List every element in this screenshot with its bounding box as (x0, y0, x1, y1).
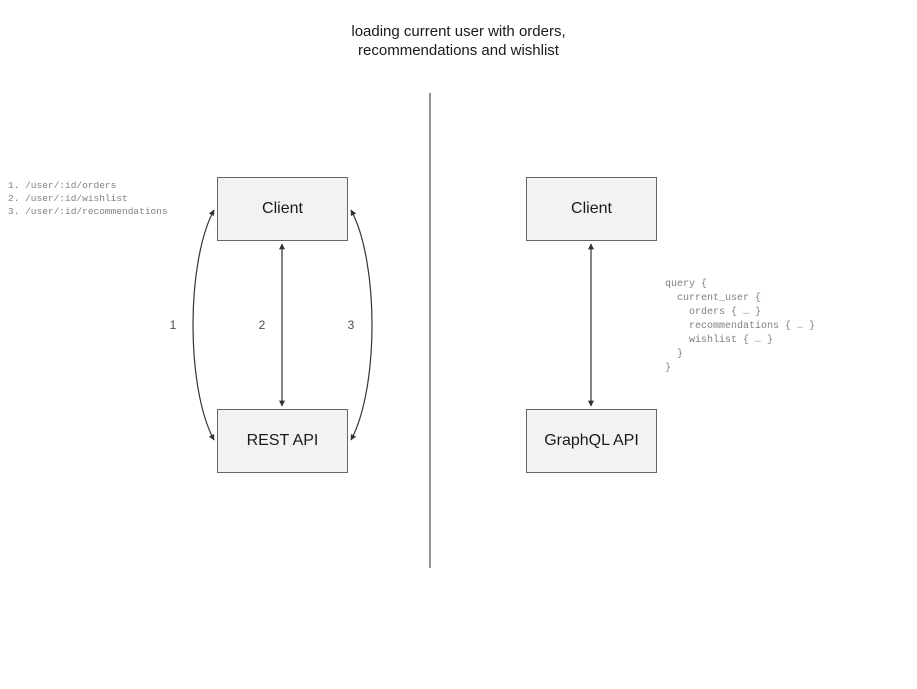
edge-3-curve (350, 209, 373, 441)
node-client-rest[interactable]: Client (217, 177, 348, 241)
node-label: Client (262, 200, 303, 217)
rest-endpoints-list: 1. /user/:id/orders 2. /user/:id/wishlis… (8, 180, 168, 217)
edge-1-curve (192, 209, 215, 441)
node-label: Client (571, 200, 612, 217)
node-client-graphql[interactable]: Client (526, 177, 657, 241)
diagram-title: loading current user with orders, recomm… (351, 23, 566, 59)
edge-label-1: 1 (169, 318, 177, 332)
node-label: GraphQL API (544, 432, 639, 449)
node-rest-api[interactable]: REST API (217, 409, 348, 473)
graphql-query-snippet: query { current_user { orders { … } reco… (665, 279, 816, 374)
edge-label-2: 2 (258, 318, 266, 332)
edge-label-3: 3 (347, 318, 355, 332)
node-graphql-api[interactable]: GraphQL API (526, 409, 657, 473)
node-label: REST API (246, 432, 319, 449)
